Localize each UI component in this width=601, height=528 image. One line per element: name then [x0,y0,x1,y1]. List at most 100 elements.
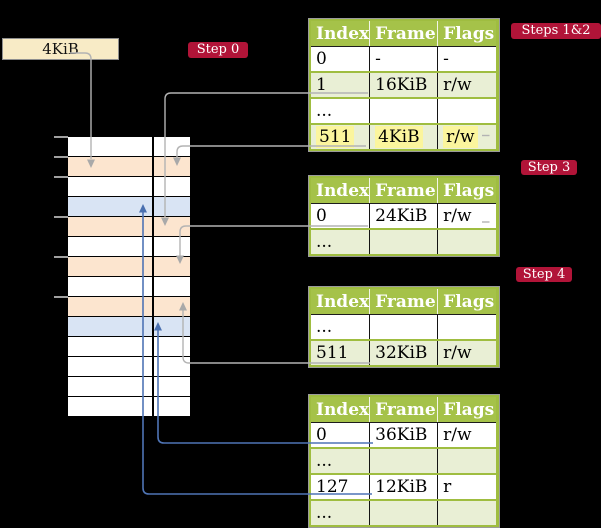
cell-index: ... [310,499,371,526]
table-row-index-127: 127 12KiB r [310,473,498,500]
physical-memory-stack [68,137,190,416]
cell-frame: 36KiB [369,422,439,448]
column-header-frame: Frame [369,177,439,204]
column-header-flags: Flags [437,288,498,315]
cell-index-value: ... [316,503,333,523]
cell-index-value: ... [316,451,333,471]
table-row-index-dotsdotsdots: ... [310,228,498,255]
memory-row-11-white [68,357,190,376]
cell-flags-value: r/w [443,75,472,95]
cell-index-value: 0 [316,49,327,69]
cell-frame-value: 36KiB [375,425,428,445]
cell-frame: 4KiB [369,123,439,150]
column-header-index: Index [310,288,371,315]
memory-address-tick [54,255,68,258]
memory-row-13-white [68,397,190,416]
memory-address-tick [54,175,68,178]
cell-flags [437,499,498,526]
cell-index: 511 [310,339,371,366]
cell-flags: r/w [437,422,498,448]
table-row-index-dotsdotsdots: ... [310,499,498,526]
cell-flags [437,228,498,255]
cell-flags-value: r/w [443,425,472,445]
cell-index-value: 1 [316,75,327,95]
cell-index: 1 [310,71,371,98]
cell-index: ... [310,314,371,340]
column-header-flags: Flags [437,177,498,204]
cell-frame-value: - [375,49,381,69]
cell-flags: r/w [437,339,498,366]
memory-row-4-peach [68,217,190,236]
table-row-index-0: 0 - - [310,46,498,72]
cell-index-value: 0 [316,206,327,226]
cell-index-value: 511 [316,343,349,363]
step-4-badge: Step 4 [516,267,572,282]
cell-flags-value: - [443,49,449,69]
page-table-base-value: 4KiB [42,40,79,58]
step-0-badge: Step 0 [188,42,248,58]
cell-index: ... [310,447,371,474]
column-header-index: Index [310,396,371,423]
memory-row-0-white [68,137,190,156]
cell-flags-value: r/w [443,206,472,226]
page-table-base-box: 4KiB [2,38,119,60]
cell-index: 0 [310,46,371,72]
cell-frame-value: 12KiB [375,477,428,497]
memory-row-12-white [68,377,190,396]
cell-frame [369,499,439,526]
memory-row-5-white [68,237,190,256]
cell-index: 0 [310,203,371,229]
column-header-frame: Frame [369,288,439,315]
memory-address-tick [54,135,68,138]
cell-flags [437,97,498,124]
memory-address-tick [54,295,68,298]
cell-index: 0 [310,422,371,448]
column-header-frame: Frame [369,20,439,47]
column-header-flags: Flags [437,20,498,47]
cell-flags: - [437,46,498,72]
cell-flags: r/w [437,71,498,98]
cell-frame [369,228,439,255]
column-header-flags: Flags [437,396,498,423]
memory-address-tick [54,155,68,158]
cell-flags-value: r/w [443,343,472,363]
cell-flags: r/w [437,123,498,150]
memory-column-divider [152,137,154,416]
cell-frame: 32KiB [369,339,439,366]
cell-frame: - [369,46,439,72]
cell-flags-value: r [443,477,452,497]
column-header-index: Index [310,20,371,47]
table-row-index-dotsdotsdots: ... [310,97,498,124]
table-row-index-dotsdotsdots: ... [310,447,498,474]
cell-frame [369,97,439,124]
cell-flags: r [437,473,498,500]
cell-index: ... [310,228,371,255]
memory-row-1-peach [68,157,190,176]
cell-frame: 16KiB [369,71,439,98]
cell-index: ... [310,97,371,124]
steps-1-2-badge: Steps 1&2 [511,23,601,39]
cell-flags: r/w [437,203,498,229]
cell-index: 127 [310,473,371,500]
memory-address-tick [54,215,68,218]
memory-row-2-white [68,177,190,196]
cell-flags-value: r/w [443,126,478,148]
column-header-frame: Frame [369,396,439,423]
cell-index-value: ... [316,232,333,252]
step-3-badge: Step 3 [521,160,577,175]
memory-row-8-peach [68,297,190,316]
cell-index-value: 127 [316,477,349,497]
memory-row-7-white [68,277,190,296]
table-row-index-dotsdotsdots: ... [310,314,498,340]
